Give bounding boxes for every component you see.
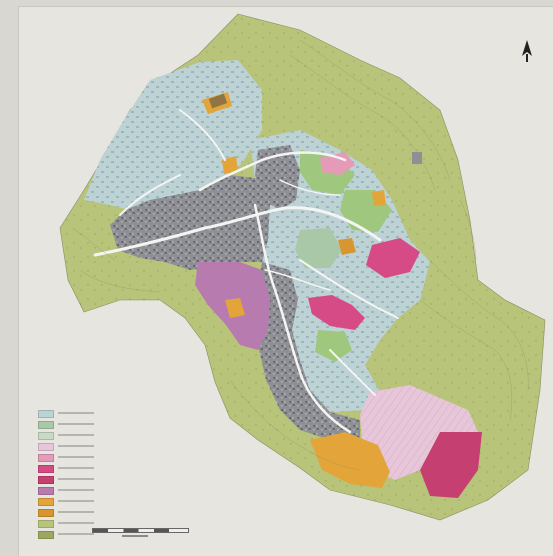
legend-swatch: [38, 410, 54, 418]
legend-swatch: [38, 531, 54, 539]
legend-swatch: [38, 498, 54, 506]
legend-item: [38, 531, 98, 539]
legend-swatch: [38, 432, 54, 440]
legend-label: [58, 423, 94, 425]
scale-bar: [92, 528, 189, 542]
legend-label: [58, 522, 94, 524]
legend-item: [38, 410, 98, 418]
public-zone-small[interactable]: [222, 156, 238, 174]
legend-swatch: [38, 465, 54, 473]
legend-label: [58, 533, 94, 535]
legend-label: [58, 445, 94, 447]
contour-lines: [74, 39, 529, 471]
scale-bar-label: [122, 535, 148, 537]
legend-swatch: [38, 487, 54, 495]
public-zone-west[interactable]: [225, 298, 245, 318]
pink-zone-north[interactable]: [320, 152, 355, 175]
commercial-zone-east[interactable]: [366, 238, 420, 278]
urban-core[interactable]: [110, 175, 270, 270]
legend-item: [38, 509, 98, 517]
park-zone-middle[interactable]: [295, 228, 342, 268]
legend-item: [38, 498, 98, 506]
legend-item: [38, 421, 98, 429]
reservoir: [412, 152, 422, 164]
legend-swatch: [38, 421, 54, 429]
legend-item: [38, 443, 98, 451]
legend-swatch: [38, 476, 54, 484]
legend-label: [58, 412, 94, 414]
legend-item: [38, 487, 98, 495]
legend-label: [58, 478, 94, 480]
scale-bar-graphic: [92, 528, 189, 533]
commercial-zone-center[interactable]: [308, 295, 365, 330]
legend-item: [38, 520, 98, 528]
legend-label: [58, 489, 94, 491]
legend-item: [38, 454, 98, 462]
reserved-zone-southeast[interactable]: [360, 385, 478, 480]
north-arrow-icon: [522, 40, 532, 62]
legend-swatch: [38, 454, 54, 462]
legend-item: [38, 432, 98, 440]
legend-swatch: [38, 520, 54, 528]
urban-extension-north[interactable]: [255, 145, 300, 210]
legend-swatch: [38, 509, 54, 517]
legend-item: [38, 476, 98, 484]
legend-swatch: [38, 443, 54, 451]
legend-label: [58, 500, 94, 502]
commercial-zone-southeast[interactable]: [420, 432, 482, 498]
legend: [38, 410, 98, 556]
legend-label: [58, 434, 94, 436]
public-zone-south[interactable]: [310, 432, 390, 488]
legend-label: [58, 511, 94, 513]
legend-item: [38, 465, 98, 473]
legend-label: [58, 467, 94, 469]
sports-ground: [208, 93, 228, 109]
public-zone-center[interactable]: [338, 238, 356, 255]
road-network: [93, 109, 399, 434]
park-zone-south[interactable]: [315, 330, 352, 362]
public-zone-northeast[interactable]: [372, 190, 386, 206]
legend-label: [58, 456, 94, 458]
